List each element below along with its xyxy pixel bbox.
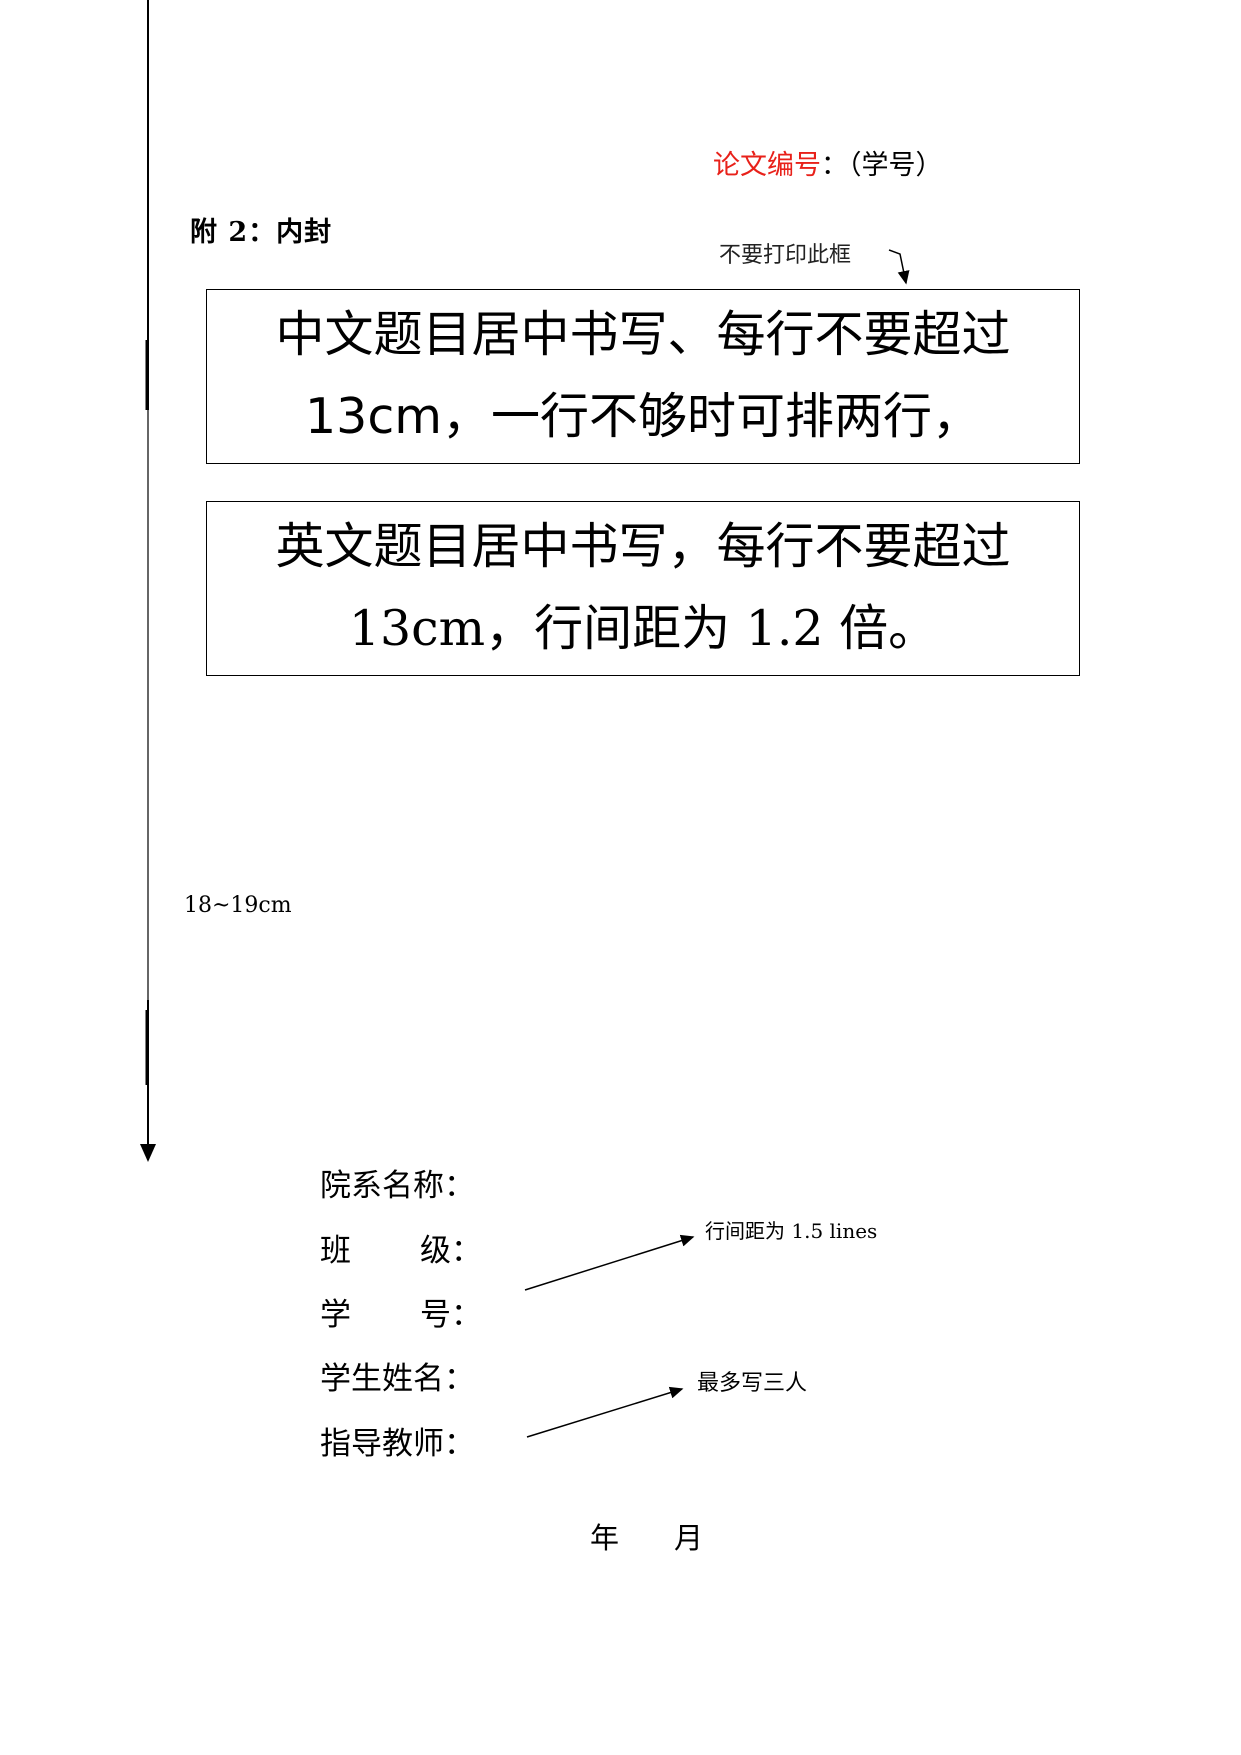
field-student-id: 学 号： (320, 1289, 482, 1334)
date-year: 年 (590, 1521, 620, 1555)
line-spacing-arrow (524, 1234, 695, 1291)
field-department: 院系名称： (320, 1160, 475, 1205)
chinese-title-line-1: 中文题目居中书写、每行不要超过 (275, 306, 1011, 363)
field-student-name: 学生姓名： (320, 1353, 475, 1398)
paper-number-hint: ：（学号） (821, 150, 943, 181)
appendix-title: 附 2：内封 (190, 217, 333, 248)
field-advisor-label: 指导教师： (320, 1426, 475, 1462)
field-student-id-label-a: 学 (320, 1297, 351, 1333)
field-department-label: 院系名称： (320, 1168, 475, 1204)
line-spacing-note: 行间距为 1.5 lines (705, 1219, 878, 1243)
box-note-arrow (888, 249, 910, 285)
english-title-line-1: 英文题目居中书写，每行不要超过 (275, 518, 1011, 575)
paper-number-title: 论文编号 (713, 150, 821, 181)
field-class: 班 级： (320, 1225, 482, 1270)
field-class-label-b: 级： (420, 1233, 482, 1269)
max-people-arrow (526, 1386, 684, 1438)
paper-number-label: 论文编号：（学号） (713, 143, 943, 182)
field-class-label-a: 班 (320, 1233, 351, 1269)
date-line: 年月 (590, 1515, 703, 1557)
field-advisor: 指导教师： (320, 1418, 475, 1463)
chinese-title-box: 中文题目居中书写、每行不要超过 13cm，一行不够时可排两行， (206, 289, 1080, 464)
field-student-id-label-b: 号： (420, 1297, 482, 1333)
english-title-box: 英文题目居中书写，每行不要超过 13cm，行间距为 1.2 倍。 (206, 501, 1080, 676)
english-title-line-2: 13cm，行间距为 1.2 倍。 (348, 600, 938, 657)
range-label: 18~19cm (184, 893, 292, 918)
chinese-title-line-2: 13cm，一行不够时可排两行， (304, 388, 982, 445)
box-note: 不要打印此框 (719, 243, 852, 268)
field-student-name-label: 学生姓名： (320, 1361, 475, 1397)
date-month: 月 (674, 1521, 704, 1555)
max-people-note: 最多写三人 (697, 1371, 808, 1396)
